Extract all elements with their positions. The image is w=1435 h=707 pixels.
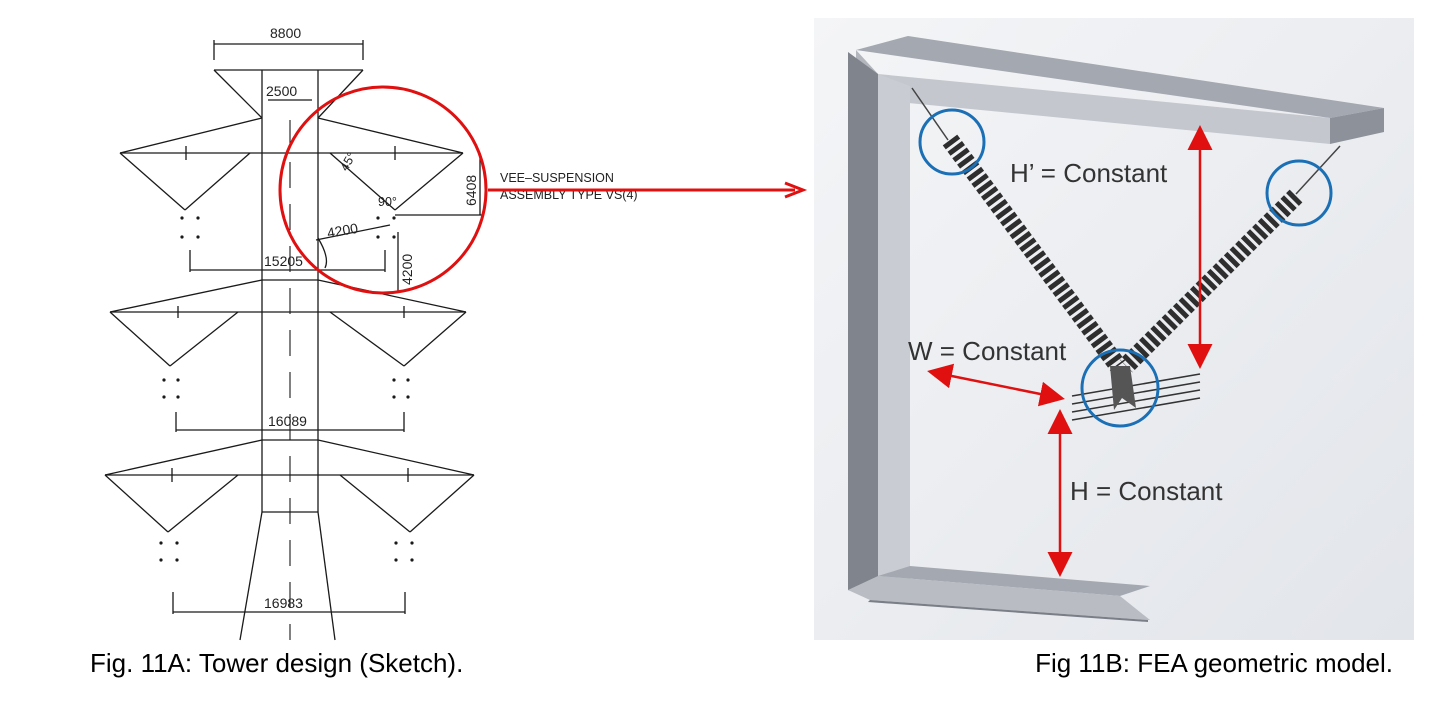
dim-vertical-4200: 4200 (399, 254, 415, 285)
dim-arm2-width: 16089 (268, 413, 307, 429)
dim-arm1-width: 15205 (264, 253, 303, 269)
pointer-arrow-head (784, 181, 808, 199)
dim-radius-4200: 4200 (326, 220, 360, 241)
yoke-fitting (1110, 366, 1136, 410)
dim-angle-90: 90° (378, 195, 397, 209)
caption-fig-11b: Fig 11B: FEA geometric model. (1035, 648, 1393, 678)
joint-circle-top-left (918, 108, 986, 176)
dim-shaft-width: 2500 (266, 83, 297, 99)
insulator-left (942, 134, 1126, 372)
label-h: H = Constant (1070, 476, 1223, 506)
w-arrow (927, 363, 1065, 407)
hardware-dots (159, 216, 414, 562)
dim-insulator-height: 6408 (463, 175, 479, 206)
fea-frame (848, 36, 1384, 622)
label-h-prime: H’ = Constant (1010, 158, 1168, 188)
label-w: W = Constant (908, 336, 1067, 366)
cable-right (1295, 145, 1341, 195)
cable-left (911, 87, 949, 141)
caption-fig-11a: Fig. 11A: Tower design (Sketch). (90, 648, 463, 678)
dim-top-width: 8800 (270, 25, 301, 41)
joint-circle-junction (1080, 348, 1160, 428)
dim-arm3-width: 16983 (264, 595, 303, 611)
tower-sketch (104, 40, 484, 641)
note-line-1: VEE–SUSPENSION (500, 171, 614, 185)
joint-circle-top-right (1265, 159, 1333, 227)
highlight-circle (278, 85, 488, 295)
